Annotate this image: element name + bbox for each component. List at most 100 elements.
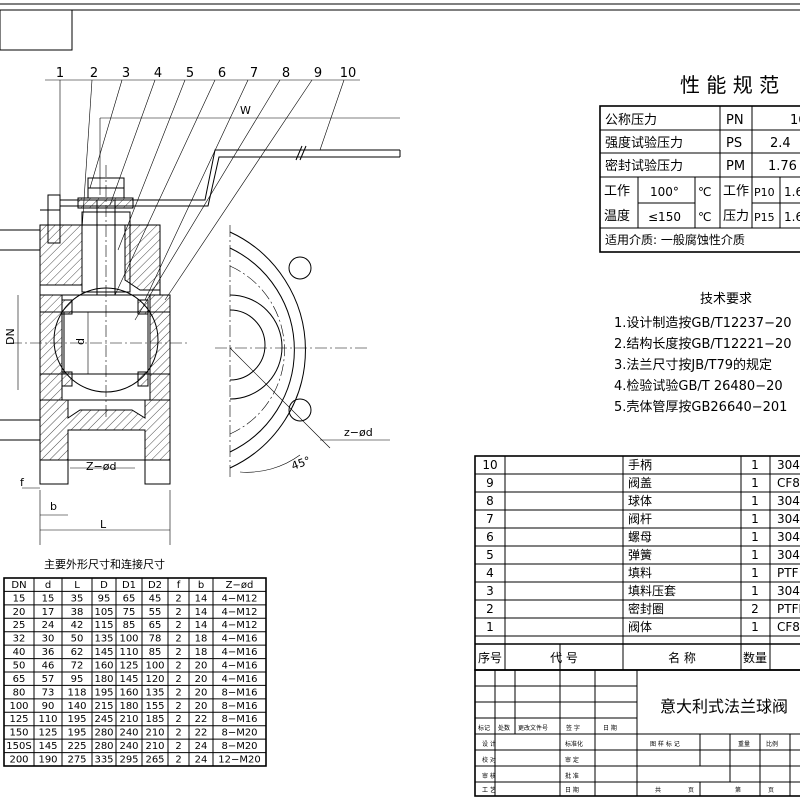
flange-outer-arc (229, 231, 306, 469)
tb-design: 设 计 (482, 740, 496, 748)
callout-5: 5 (186, 66, 194, 81)
dims-header-cell: D1 (122, 580, 136, 591)
dims-cell: 4−M16 (221, 634, 257, 645)
dims-cell: 24 (195, 741, 208, 752)
dims-cell: 14 (195, 607, 208, 618)
tech-item-2: 2.结构长度按GB/T12221−20 (614, 336, 792, 352)
dims-cell: 95 (98, 593, 111, 604)
temp-unit-1: ℃ (698, 185, 711, 199)
dims-cell: 25 (13, 620, 26, 631)
dims-cell: 225 (67, 741, 86, 752)
callout-numbers: 1 2 3 4 5 6 7 8 9 10 (56, 66, 356, 81)
dims-cell: 32 (13, 634, 26, 645)
dims-cell: 50 (71, 634, 84, 645)
dims-cell: 240 (119, 741, 138, 752)
dims-cell: 72 (71, 661, 84, 672)
temp-unit-2: ℃ (698, 210, 711, 224)
dims-cell: 195 (94, 687, 113, 698)
callout-3: 3 (122, 66, 130, 81)
valve-section-view (0, 79, 401, 545)
dims-cell: 8−M20 (221, 728, 257, 739)
tb-count: 处数 (498, 724, 510, 732)
bom-cell: PTF (777, 566, 799, 580)
callout-7: 7 (250, 66, 258, 81)
dims-cell: 2 (175, 701, 181, 712)
dims-cell: 200 (9, 755, 28, 766)
dims-cell: 65 (13, 674, 26, 685)
dims-cell: 57 (42, 674, 55, 685)
tech-requirements: 技术要求 1.设计制造按GB/T12237−20 2.结构长度按GB/T1222… (614, 292, 792, 415)
dims-cell: 8−M16 (221, 701, 257, 712)
dims-cell: 8−M16 (221, 687, 257, 698)
dims-cell: 46 (42, 661, 55, 672)
dims-cell: 125 (119, 661, 138, 672)
dims-cell: 2 (175, 593, 181, 604)
dims-header-cell: f (177, 580, 181, 591)
dims-cell: 190 (38, 755, 57, 766)
dims-title: 主要外形尺寸和连接尺寸 (44, 557, 165, 571)
dim-z-od: Z−ød (86, 460, 116, 473)
bom-cell: 8 (486, 494, 494, 508)
dims-cell: 2 (175, 714, 181, 725)
dims-cell: 100 (119, 634, 138, 645)
dims-cell: 245 (94, 714, 113, 725)
dims-cell: 22 (195, 714, 208, 725)
callout-1: 1 (56, 66, 64, 81)
dims-header-cell: b (198, 580, 204, 591)
dims-cell: 2 (175, 687, 181, 698)
dims-cell: 215 (94, 701, 113, 712)
bom-header-cell: 名 称 (668, 650, 696, 665)
bom-cell: 304 (777, 494, 800, 508)
perf-row-3-val: 1.76 (768, 159, 797, 174)
dims-cell: 42 (71, 620, 84, 631)
perf-title: 性 能 规 范 (680, 73, 779, 97)
seat-left-bot (61, 371, 73, 387)
bom-cell: CF8 (777, 620, 800, 634)
dim-d: d (74, 338, 87, 345)
dims-header-cell: Z−ød (226, 580, 254, 591)
tb-mark: 标记 (478, 724, 490, 732)
bom-cell: 304 (777, 584, 800, 598)
bom-cell: 304 (777, 530, 800, 544)
bom-cell: 1 (751, 584, 759, 598)
dims-cell: 160 (119, 687, 138, 698)
tb-drawing-mark: 图 样 标 记 (650, 740, 680, 748)
bom-cell: 2 (486, 602, 494, 616)
bom-cell: 1 (751, 512, 759, 526)
dims-cell: 185 (145, 714, 164, 725)
bom-cell: 5 (486, 548, 494, 562)
temp-label-2: 温度 (604, 208, 630, 224)
dims-cell: 75 (123, 607, 136, 618)
dims-cell: 90 (42, 701, 55, 712)
dims-cell: 50 (13, 661, 26, 672)
bom-cell: 7 (486, 512, 494, 526)
dim-w: W (240, 104, 251, 117)
bom-cell: 阀体 (628, 620, 652, 634)
dims-cell: 24 (195, 755, 208, 766)
dims-cell: 14 (195, 593, 208, 604)
dims-cell: 150S (6, 741, 31, 752)
flange-left-foot (39, 459, 69, 485)
bom-cell: 1 (751, 494, 759, 508)
corner-box (0, 9, 73, 51)
bom-cell: 手柄 (628, 458, 652, 472)
temp-2: ≤150 (648, 210, 681, 224)
dims-cell: 110 (119, 647, 138, 658)
perf-row-1-label: 公称压力 (605, 113, 657, 128)
dims-cell: 2 (175, 634, 181, 645)
dims-cell: 40 (13, 647, 26, 658)
tb-process: 工 艺 (482, 786, 496, 794)
wp-label-2: 压力 (723, 209, 749, 224)
bom-cell: 10 (482, 458, 497, 472)
bom-cell: 304 (777, 512, 800, 526)
perf-row-3-label: 密封试验压力 (605, 158, 683, 174)
dims-cell: 240 (119, 728, 138, 739)
dims-cell: 145 (119, 674, 138, 685)
dims-cell: 20 (195, 661, 208, 672)
bom-cell: 密封圈 (628, 601, 664, 616)
dims-cell: 275 (67, 755, 86, 766)
dims-cell: 62 (71, 647, 84, 658)
flange-end-view: z−ød 45° (215, 225, 390, 478)
perf-row-2-val: 2.4 (770, 136, 791, 151)
